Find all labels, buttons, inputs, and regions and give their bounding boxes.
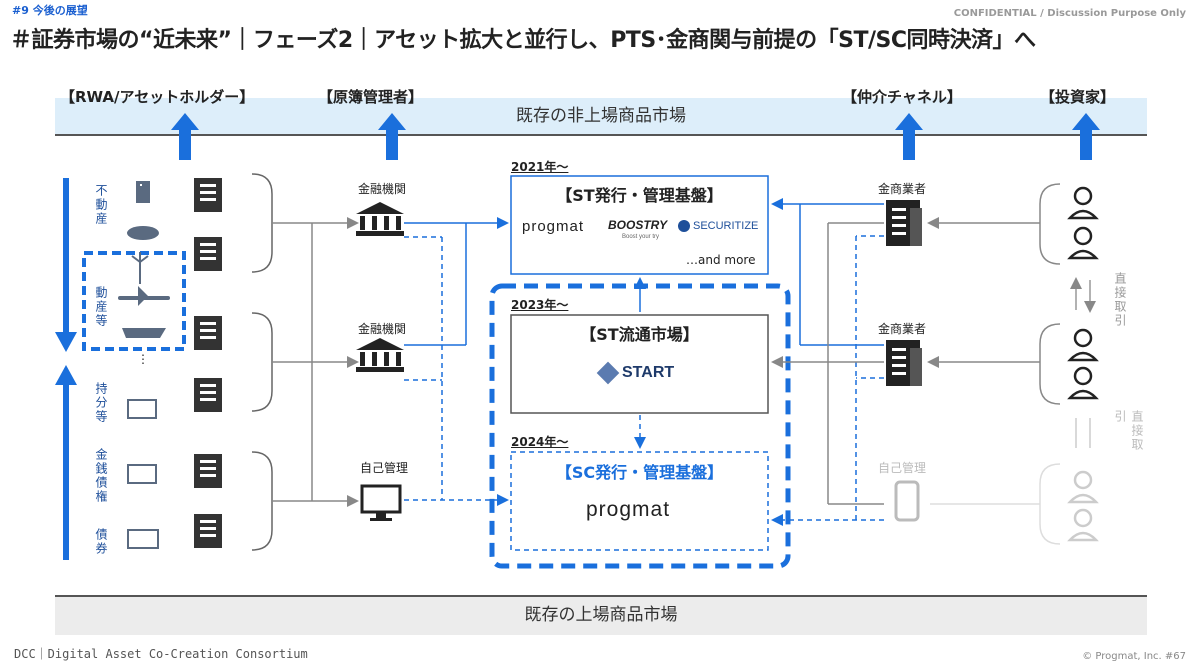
asset-bonds: 債券 (94, 528, 108, 556)
start-logo: START (596, 361, 674, 385)
dealer-building-icons (886, 200, 922, 386)
st-market-year: 2023年～ (511, 298, 569, 312)
investor-icons (1067, 186, 1099, 400)
boostry-tagline: Boost your try (622, 234, 660, 240)
role-rwa-holder: 【RWA/アセットホルダー】 (60, 88, 255, 106)
slide-title: ＃証券市場の“近未来”｜フェーズ2｜アセット拡大と並行し、PTS･金商関与前提の… (10, 28, 1036, 53)
st-market-title: 【ST流通市場】 (580, 325, 699, 344)
holder-buildings (194, 178, 222, 548)
sc-issue-title: 【SC発行・管理基盤】 (555, 463, 724, 482)
asset-realestate: 不動産 (94, 184, 108, 226)
monitor-icon (360, 484, 402, 521)
listed-market-band: 既存の上場商品市場 (55, 595, 1147, 635)
channel-dealer-2: 金商業者 (878, 322, 927, 336)
asset-receivables: 金銭債権 (94, 448, 108, 504)
boostry-logo: BOOSTRY (608, 218, 668, 232)
asset-dots: ⋮ (137, 352, 149, 366)
listed-market-label: 既存の上場商品市場 (524, 605, 678, 625)
st-issue-title: 【ST発行・管理基盤】 (556, 186, 723, 205)
section-tag: #9 今後の展望 (12, 4, 88, 17)
footer-copyright: © Progmat, Inc. #67 (1082, 651, 1186, 662)
footer-consortium: DCC｜Digital Asset Co-Creation Consortium (14, 647, 308, 661)
ledger-bank-1: 金融機関 (358, 182, 407, 196)
unlisted-market-label: 既存の非上場商品市場 (516, 106, 686, 126)
bank-icons (356, 202, 404, 372)
progmat-logo-small: progmat (522, 218, 585, 235)
role-investor: 【投資家】 (1040, 88, 1116, 106)
progmat-logo-large: progmat (586, 498, 671, 521)
role-ledger-manager: 【原簿管理者】 (318, 88, 424, 106)
securitize-logo: SECURITIZE (678, 220, 758, 233)
direct-trade-label-2: 直接取引 (1113, 410, 1144, 452)
asset-equity: 持分等 (94, 382, 108, 424)
ledger-bank-2: 金融機関 (358, 322, 407, 336)
asset-movable: 動産等 (94, 286, 108, 328)
up-arrows (171, 113, 1100, 160)
and-more-label: …and more (686, 253, 756, 267)
ledger-self: 自己管理 (360, 461, 409, 475)
asset-icons (118, 181, 170, 549)
channel-self: 自己管理 (878, 461, 927, 475)
channel-dealer-1: 金商業者 (878, 182, 927, 196)
st-issue-year: 2021年～ (511, 160, 569, 174)
confidential-label: CONFIDENTIAL / Discussion Purpose Only (953, 8, 1186, 19)
phone-icon (894, 480, 920, 522)
direct-trade-label-1: 直接取引 (1113, 272, 1127, 328)
sc-issue-year: 2024年～ (511, 435, 569, 449)
unlisted-market-band: 既存の非上場商品市場 (55, 98, 1147, 136)
role-channel: 【仲介チャネル】 (842, 88, 962, 106)
